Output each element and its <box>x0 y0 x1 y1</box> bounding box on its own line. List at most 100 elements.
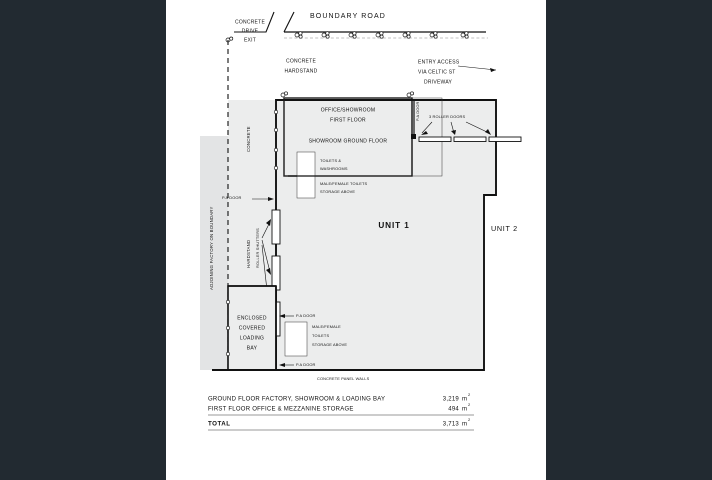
floor-plan-canvas: BOUNDARY ROAD CONCRETE DRIVE EXIT CONCRE… <box>166 0 546 480</box>
tree-icon <box>406 91 414 98</box>
mid-toilets-block: MALE/FEMALE TOILETS STORAGE ABOVE <box>284 321 347 357</box>
entry-access-arrow-head <box>490 68 496 72</box>
roller-door-2[interactable] <box>453 136 487 142</box>
mid-toilets-line3: STORAGE ABOVE <box>312 342 347 347</box>
pa-door-mid-arrow-head <box>279 314 285 318</box>
roller-door-arrow-1-line <box>421 121 433 134</box>
plan-svg: BOUNDARY ROAD CONCRETE DRIVE EXIT CONCRE… <box>200 11 522 431</box>
entry-access-line1: ENTRY ACCESS <box>418 59 460 65</box>
area-row-0-value: 3,219 <box>443 397 460 403</box>
office-showroom-line1: OFFICE/SHOWROOM <box>321 107 376 113</box>
mid-toilets-line1: MALE/FEMALE <box>312 324 341 329</box>
tree-icon <box>274 110 279 115</box>
loading-bay-line2: COVERED <box>239 325 266 331</box>
roller-shutter-2[interactable] <box>271 255 281 291</box>
unit-2-label: UNIT 2 <box>491 224 518 233</box>
hardstand-vertical-label: HARDSTAND <box>246 240 251 268</box>
concrete-hardstand-area <box>228 100 276 286</box>
pa-door-top: P.A DOOR <box>411 100 420 139</box>
concrete-hardstand-label: CONCRETE HARDSTAND <box>285 58 318 74</box>
tree-icon <box>225 299 230 304</box>
area-row-1-value: 494 <box>448 407 459 413</box>
tree-icon <box>375 31 384 39</box>
area-row-0-unit: m <box>462 397 467 403</box>
pa-door-mid-label: P.A DOOR <box>296 313 316 318</box>
toilets-washrooms-block: TOILETS & WASHROOMS MALE/FEMALE TOILETS … <box>288 151 368 199</box>
road-tree-row <box>294 31 469 39</box>
roller-door-1[interactable] <box>418 136 452 142</box>
roller-door-arrow-3-line <box>465 121 490 134</box>
roller-shutters-label: ROLLER SHUTTERS <box>255 228 260 268</box>
pa-door-low-label: P.A DOOR <box>296 362 316 367</box>
mid-toilets-rect <box>284 321 308 357</box>
toilets-washrooms-line1: TOILETS & <box>320 158 341 163</box>
hardstand-line2: HARDSTAND <box>285 68 318 74</box>
adjoining-factory-band-lower <box>200 286 228 370</box>
area-row-1-unit: m <box>462 407 467 413</box>
drawing-page: BOUNDARY ROAD CONCRETE DRIVE EXIT CONCRE… <box>166 0 546 480</box>
tree-icon <box>225 325 230 330</box>
adjoining-factory-band <box>200 136 228 286</box>
drive-exit-line2: DRIVE <box>242 28 259 34</box>
pa-door-low: P.A DOOR <box>279 362 316 367</box>
entry-access-line2: VIA CELTIC ST <box>418 69 456 75</box>
roller-door-arrow-3-head <box>485 129 491 135</box>
roller-doors-group: 3 ROLLER DOORS <box>418 114 522 142</box>
pa-door-mid: P.A DOOR <box>279 313 316 318</box>
concrete-panel-walls-label: CONCRETE PANEL WALLS <box>317 376 370 381</box>
pa-door-marker[interactable] <box>411 134 416 139</box>
entry-access-note: ENTRY ACCESS VIA CELTIC ST DRIVEWAY <box>418 59 497 85</box>
drive-kerb-right <box>283 11 295 33</box>
drive-kerb-left <box>234 11 275 33</box>
area-total-exponent: 2 <box>468 417 471 422</box>
shutter-arrow-1-head <box>266 219 271 226</box>
enclosed-loading-bay: ENCLOSED COVERED LOADING BAY <box>225 285 277 371</box>
area-total-unit: m <box>462 422 467 428</box>
boundary-road-label: BOUNDARY ROAD <box>310 13 386 20</box>
area-schedule: GROUND FLOOR FACTORY, SHOWROOM & LOADING… <box>208 392 474 431</box>
tree-icon <box>225 36 234 43</box>
roller-door-3[interactable] <box>488 136 522 142</box>
tree-icon <box>348 31 357 39</box>
concrete-vertical-label: CONCRETE <box>246 126 251 152</box>
drive-exit-line3: EXIT <box>244 37 256 43</box>
area-row-0-label: GROUND FLOOR FACTORY, SHOWROOM & LOADING… <box>208 397 385 403</box>
shutter-arrow-2-line <box>261 239 271 273</box>
mid-toilets-line2: TOILETS <box>312 333 329 338</box>
unit-1-label: UNIT 1 <box>378 221 409 230</box>
shutter-arrow-2-head <box>266 268 271 275</box>
pa-door-low-arrow-head <box>279 363 285 367</box>
area-row-0-exponent: 2 <box>468 392 471 397</box>
showroom-ground-floor-label: SHOWROOM GROUND FLOOR <box>309 138 388 144</box>
area-row-1-label: FIRST FLOOR OFFICE & MEZZANINE STORAGE <box>208 407 354 413</box>
boundary-road: BOUNDARY ROAD <box>234 11 488 39</box>
male-female-toilets-line1: MALE/FEMALE TOILETS <box>320 181 368 186</box>
office-showroom-line2: FIRST FLOOR <box>330 117 366 123</box>
loading-bay-line3: LOADING <box>240 335 264 341</box>
loading-bay-line1: ENCLOSED <box>237 315 267 321</box>
tree-icon <box>321 31 330 39</box>
tree-icon <box>225 351 230 356</box>
toilets-block-rect <box>296 151 316 199</box>
adjoining-factory-label: ADJOINING FACTORY ON BOUNDARY <box>209 206 214 290</box>
drive-exit-line1: CONCRETE <box>235 19 265 25</box>
roller-door-arrow-1-head <box>421 131 428 135</box>
pa-door-west-upper: P.A DOOR <box>222 195 274 201</box>
tree-icon <box>294 31 303 39</box>
tree-icon <box>402 31 411 39</box>
pa-door-left-label: P.A DOOR <box>222 195 242 200</box>
roller-shutter-1[interactable] <box>271 209 281 245</box>
hardstand-line1: CONCRETE <box>286 58 316 64</box>
roller-door-arrow-2-head <box>451 130 456 135</box>
concrete-drive-exit-label: CONCRETE DRIVE EXIT <box>225 19 265 43</box>
pa-door-vertical-label: P.A DOOR <box>415 101 420 121</box>
entry-access-line3: DRIVEWAY <box>424 79 453 85</box>
tree-icon <box>274 128 279 133</box>
tree-icon <box>274 148 279 153</box>
tree-icon <box>280 91 288 98</box>
loading-bay-line4: BAY <box>247 345 258 351</box>
roller-doors-label: 3 ROLLER DOORS <box>429 114 466 119</box>
tree-icon <box>274 166 279 171</box>
area-row-1-exponent: 2 <box>468 402 471 407</box>
pa-door-left-arrow-head <box>268 197 274 201</box>
